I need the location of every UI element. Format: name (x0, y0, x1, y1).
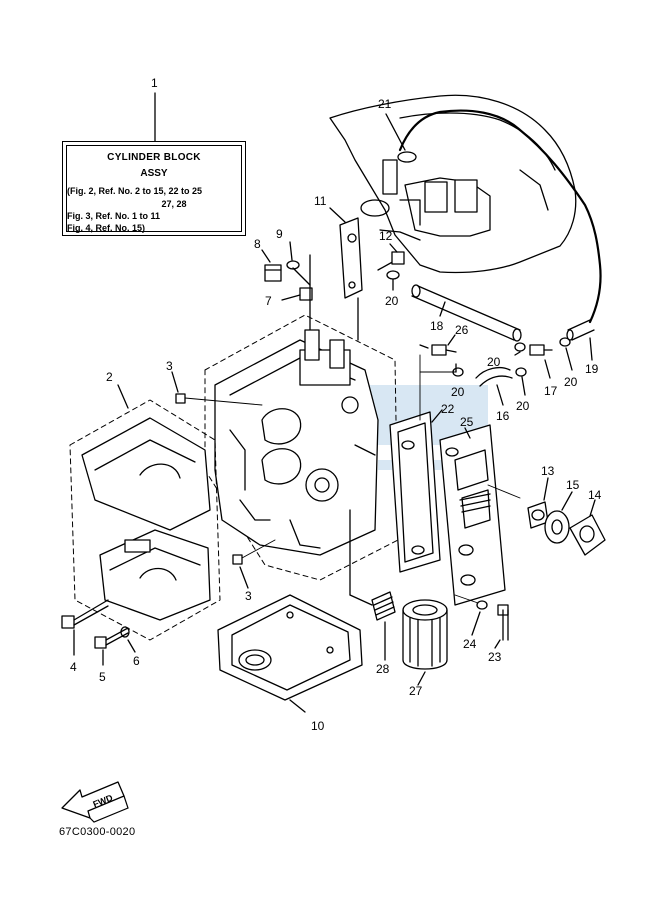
callout-20-a: 20 (385, 294, 399, 308)
callout-9: 9 (276, 227, 283, 241)
hose-part-18 (411, 284, 522, 342)
bracket-part-11 (339, 217, 363, 299)
gasket-part-22 (389, 411, 441, 573)
bolt-part-12 (377, 251, 405, 271)
dowel-pin-part-3-bottom (232, 554, 243, 565)
callout-14: 14 (588, 488, 602, 502)
washer-part-20-a (386, 270, 400, 280)
hose-part-16 (475, 367, 513, 387)
cylinder-block-dashed-frame (204, 314, 399, 581)
gasket-part-15 (544, 510, 570, 544)
callout-4: 4 (70, 660, 77, 674)
washer-part-20-b (514, 342, 526, 352)
callout-27: 27 (409, 684, 423, 698)
plug-part-8 (264, 264, 282, 282)
callout-7: 7 (265, 294, 272, 308)
legend-inner-frame (66, 145, 242, 232)
callout-28: 28 (376, 662, 390, 676)
callout-23: 23 (488, 650, 502, 664)
washer-part-20-c (559, 337, 571, 347)
plug-part-7 (299, 287, 313, 301)
leader-line-2 (117, 384, 129, 409)
fitting-part-26 (431, 344, 457, 356)
legend-title: CYLINDER BLOCK (107, 152, 201, 163)
callout-16: 16 (496, 409, 510, 423)
washer-part-20-e (515, 367, 527, 377)
callout-1: 1 (151, 76, 158, 90)
callout-15: 15 (566, 478, 580, 492)
cylinder-block-part (214, 329, 379, 556)
washer-part-9 (286, 260, 300, 270)
callout-numbers: 1 2 3 3 4 5 6 7 8 9 10 11 12 13 14 15 16… (70, 76, 602, 733)
thermostat-cap-part-14 (569, 514, 606, 556)
dowel-pin-part-3-top (175, 393, 186, 404)
callout-24: 24 (463, 637, 477, 651)
callout-20-c: 20 (564, 375, 578, 389)
engine-top-section (329, 94, 577, 274)
bolt-part-5 (94, 627, 129, 649)
callout-5: 5 (99, 670, 106, 684)
fitting-part-13 (527, 501, 549, 529)
legend-ref-line-3: Fig. 3, Ref. No. 1 to 11 (67, 211, 161, 221)
fitting-part-17 (529, 344, 553, 356)
callout-22: 22 (441, 402, 455, 416)
callout-26: 26 (455, 323, 469, 337)
drawing-number: 67C0300-0020 (59, 826, 136, 838)
forward-direction-arrow: FWD (61, 781, 129, 823)
callout-25: 25 (460, 415, 474, 429)
bolt-part-23 (497, 604, 509, 641)
washer-part-20-d (452, 367, 464, 377)
crankcase-part-2 (81, 417, 211, 621)
exhaust-cover-part-25 (439, 424, 506, 606)
legend-ref-line-1: (Fig. 2, Ref. No. 2 to 15, 22 to 25 (67, 186, 203, 196)
crankcase-dashed-frame (69, 399, 221, 641)
callout-19: 19 (585, 362, 599, 376)
assembly-legend-box: CYLINDER BLOCK ASSY (Fig. 2, Ref. No. 2 … (62, 141, 246, 236)
bolt-part-4 (61, 599, 109, 629)
callout-8: 8 (254, 237, 261, 251)
legend-ref-line-4: Fig. 4, Ref. No. 15) (67, 223, 146, 233)
legend-subtitle: ASSY (140, 168, 168, 179)
washer-part-24 (476, 600, 488, 610)
callout-11: 11 (314, 194, 327, 208)
callout-2: 2 (106, 370, 113, 384)
fitting-part-28 (371, 591, 396, 621)
callout-17: 17 (544, 384, 558, 398)
callout-18: 18 (430, 319, 444, 333)
callout-3-bottom: 3 (245, 589, 252, 603)
callout-10: 10 (311, 719, 325, 733)
callout-21: 21 (378, 97, 392, 111)
callout-3-top: 3 (166, 359, 173, 373)
hose-part-21 (398, 109, 602, 324)
callout-12: 12 (379, 229, 393, 243)
leader-line-21 (385, 113, 406, 151)
callout-20-e: 20 (516, 399, 530, 413)
callout-6: 6 (133, 654, 140, 668)
washer-part-6 (120, 626, 130, 638)
gasket-part-10 (217, 594, 363, 701)
legend-ref-line-2: 27, 28 (161, 199, 187, 209)
callout-20-b: 20 (487, 355, 501, 369)
oil-filter-part-27 (402, 599, 448, 670)
clip-part-21 (397, 151, 417, 163)
callout-13: 13 (541, 464, 555, 478)
callout-20-d: 20 (451, 385, 465, 399)
leader-line-10 (289, 699, 306, 713)
